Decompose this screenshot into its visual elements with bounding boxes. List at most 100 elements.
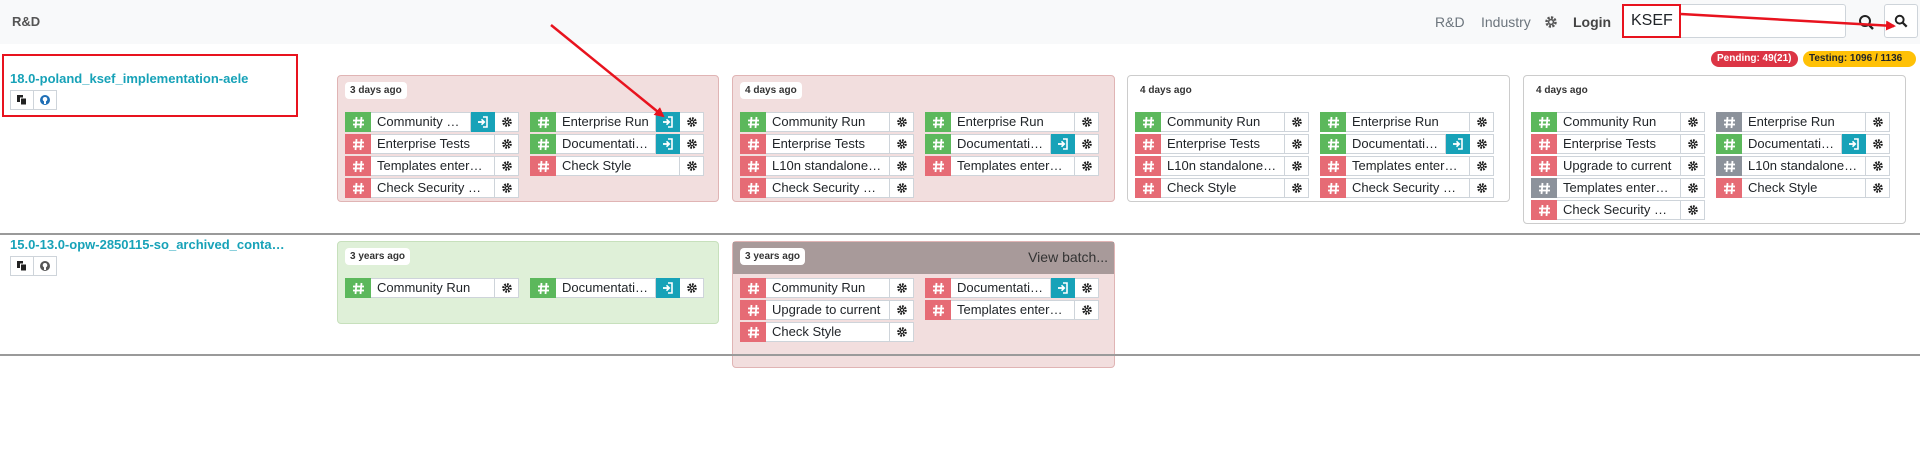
build-slot[interactable]: Documentation	[925, 278, 1099, 298]
build-name[interactable]: Community Run	[766, 112, 890, 132]
build-number-button[interactable]	[740, 156, 766, 176]
build-slot[interactable]: Check Security o…	[1531, 200, 1705, 220]
gear-icon[interactable]	[1543, 14, 1559, 30]
build-number-button[interactable]	[1716, 134, 1742, 154]
build-options-button[interactable]	[1866, 112, 1890, 132]
login-link[interactable]: Login	[1573, 14, 1612, 30]
build-name[interactable]: Documentation	[556, 278, 656, 298]
build-options-button[interactable]	[680, 134, 704, 154]
build-number-button[interactable]	[530, 278, 556, 298]
build-slot[interactable]: Check Style	[740, 322, 914, 342]
build-options-button[interactable]	[1075, 156, 1099, 176]
build-options-button[interactable]	[680, 156, 704, 176]
build-options-button[interactable]	[495, 178, 519, 198]
sign-in-button[interactable]	[1842, 134, 1866, 154]
build-options-button[interactable]	[1285, 156, 1309, 176]
build-number-button[interactable]	[345, 134, 371, 154]
build-number-button[interactable]	[1320, 178, 1346, 198]
build-name[interactable]: Enterprise Tests	[371, 134, 495, 154]
copy-button[interactable]	[10, 256, 34, 276]
build-options-button[interactable]	[1075, 112, 1099, 132]
build-slot[interactable]: Templates enter…	[1531, 178, 1705, 198]
build-slot[interactable]: Documentation	[530, 278, 704, 298]
build-name[interactable]: Enterprise Run	[1742, 112, 1866, 132]
build-name[interactable]: Enterprise Tests	[1557, 134, 1681, 154]
sign-in-button[interactable]	[656, 278, 680, 298]
github-button[interactable]	[33, 256, 57, 276]
build-name[interactable]: Documentation	[951, 134, 1051, 154]
branch-name[interactable]: 15.0-13.0-opw-2850115-so_archived_conta…	[10, 237, 285, 252]
build-options-button[interactable]	[1681, 112, 1705, 132]
build-slot[interactable]: Check Security o…	[345, 178, 519, 198]
build-name[interactable]: Community Run	[1161, 112, 1285, 132]
build-name[interactable]: Upgrade to current	[1557, 156, 1681, 176]
build-name[interactable]: Check Style	[1161, 178, 1285, 198]
build-name[interactable]: Community Run	[1557, 112, 1681, 132]
build-options-button[interactable]	[1285, 178, 1309, 198]
build-number-button[interactable]	[1531, 178, 1557, 198]
build-number-button[interactable]	[740, 112, 766, 132]
build-slot[interactable]: Templates enter…	[925, 300, 1099, 320]
build-options-button[interactable]	[1470, 156, 1494, 176]
build-options-button[interactable]	[1681, 178, 1705, 198]
sign-in-button[interactable]	[1446, 134, 1470, 154]
nav-link-industry[interactable]: Industry	[1481, 14, 1531, 30]
nav-link-rd[interactable]: R&D	[1435, 14, 1465, 30]
build-name[interactable]: Enterprise Run	[1346, 112, 1470, 132]
build-name[interactable]: Check Security o…	[371, 178, 495, 198]
build-name[interactable]: Check Style	[766, 322, 890, 342]
build-name[interactable]: Templates enter…	[1346, 156, 1470, 176]
build-slot[interactable]: Community …	[345, 112, 519, 132]
build-name[interactable]: Documentation	[951, 278, 1051, 298]
build-options-button[interactable]	[1285, 134, 1309, 154]
build-slot[interactable]: Community Run	[740, 112, 914, 132]
build-name[interactable]: Check Style	[1742, 178, 1866, 198]
sign-in-button[interactable]	[1051, 134, 1075, 154]
build-slot[interactable]: Upgrade to current	[740, 300, 914, 320]
sign-in-button[interactable]	[656, 134, 680, 154]
build-options-button[interactable]	[890, 178, 914, 198]
build-name[interactable]: Enterprise Run	[951, 112, 1075, 132]
build-options-button[interactable]	[1866, 156, 1890, 176]
build-number-button[interactable]	[925, 156, 951, 176]
build-name[interactable]: Upgrade to current	[766, 300, 890, 320]
build-name[interactable]: Check Security o…	[1557, 200, 1681, 220]
build-slot[interactable]: Enterprise Tests	[740, 134, 914, 154]
build-number-button[interactable]	[345, 178, 371, 198]
build-name[interactable]: Check Security o…	[1346, 178, 1470, 198]
build-number-button[interactable]	[740, 300, 766, 320]
build-options-button[interactable]	[890, 112, 914, 132]
build-name[interactable]: Enterprise Tests	[766, 134, 890, 154]
build-name[interactable]: Documentation	[556, 134, 656, 154]
search-clear-icon[interactable]	[1858, 14, 1874, 30]
build-slot[interactable]: Check Style	[1716, 178, 1890, 198]
build-slot[interactable]: Community Run	[740, 278, 914, 298]
build-number-button[interactable]	[1531, 112, 1557, 132]
build-options-button[interactable]	[680, 278, 704, 298]
build-slot[interactable]: Enterprise Run	[530, 112, 704, 132]
build-slot[interactable]: Templates enter…	[1320, 156, 1494, 176]
build-slot[interactable]: Enterprise Run	[925, 112, 1099, 132]
sign-in-button[interactable]	[1051, 278, 1075, 298]
build-slot[interactable]: Documentation	[1320, 134, 1494, 154]
build-number-button[interactable]	[345, 156, 371, 176]
build-slot[interactable]: Community Run	[1531, 112, 1705, 132]
build-name[interactable]: L10n standalone…	[766, 156, 890, 176]
build-number-button[interactable]	[740, 322, 766, 342]
build-number-button[interactable]	[1320, 134, 1346, 154]
sign-in-button[interactable]	[471, 112, 495, 132]
build-number-button[interactable]	[1531, 134, 1557, 154]
sign-in-button[interactable]	[656, 112, 680, 132]
view-batch-link[interactable]: View batch...	[1028, 249, 1108, 265]
build-options-button[interactable]	[1681, 156, 1705, 176]
build-number-button[interactable]	[1716, 156, 1742, 176]
build-options-button[interactable]	[495, 278, 519, 298]
search-button[interactable]	[1884, 4, 1918, 38]
build-slot[interactable]: L10n standalone…	[1716, 156, 1890, 176]
build-options-button[interactable]	[890, 134, 914, 154]
build-number-button[interactable]	[345, 112, 371, 132]
brand[interactable]: R&D	[12, 14, 41, 29]
build-name[interactable]: Check Style	[556, 156, 680, 176]
github-button[interactable]	[33, 90, 57, 110]
build-number-button[interactable]	[925, 134, 951, 154]
